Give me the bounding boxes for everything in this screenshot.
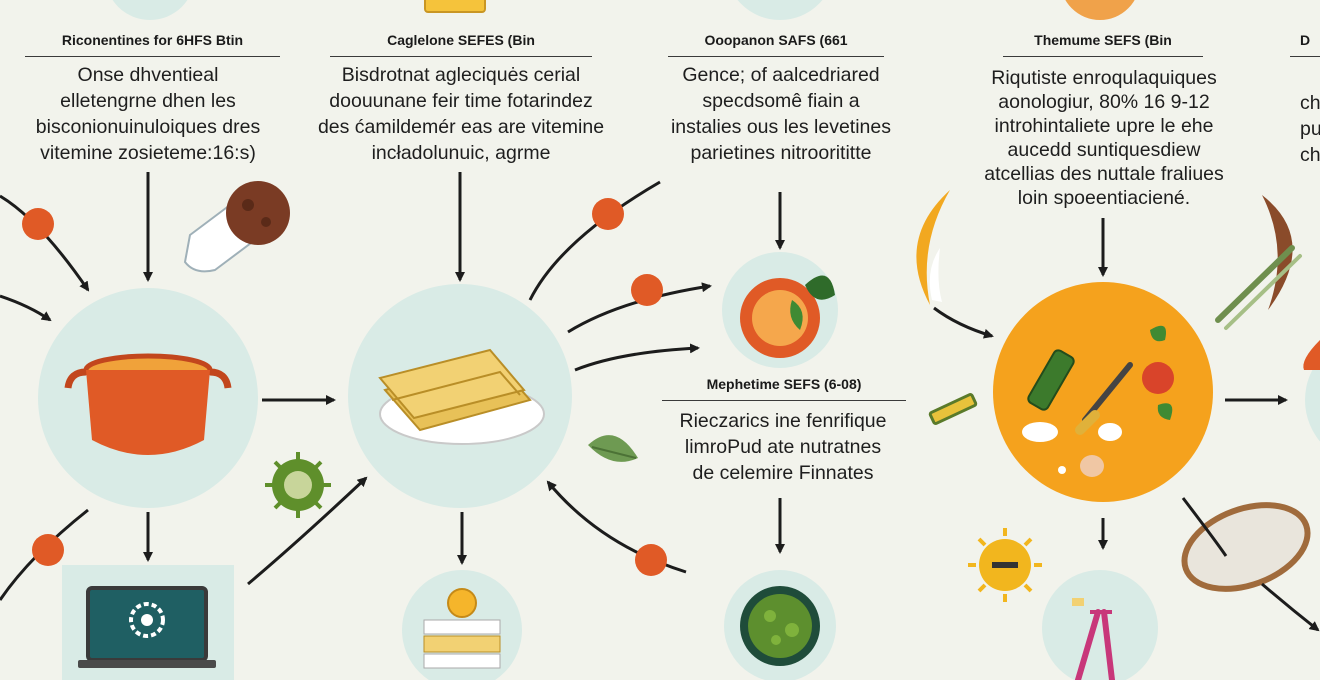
sun-icon	[968, 528, 1042, 602]
herb-bowl-icon	[724, 570, 836, 680]
right-partial-circle	[1303, 340, 1320, 442]
step-1-title: Riconentines for 6HFS Btin	[61, 32, 244, 48]
step-2-title: Caglelone SEFES (Bin	[387, 32, 535, 48]
vegetable-mix-icon	[993, 282, 1213, 502]
crescent-decor	[916, 190, 1302, 426]
green-spiky-icon	[265, 452, 331, 518]
connector-dots	[22, 198, 667, 576]
leaf-icon	[588, 435, 638, 462]
step-3-title: Ooopanon SAFS (661	[704, 32, 848, 48]
step-4-title: Themume SEFS (Bin	[1034, 32, 1172, 48]
step-5-title: Mephetime SEFS (6-08)	[706, 376, 862, 392]
plate-icon	[1181, 502, 1311, 592]
fork-utensil-icon	[1042, 570, 1158, 680]
fruit-bowl-icon	[722, 252, 838, 368]
step-3-divider	[668, 56, 884, 57]
step-6-description: ch pu ch	[1300, 92, 1320, 166]
flatbread-plate-icon	[348, 284, 572, 508]
laptop-icon	[62, 565, 234, 680]
step-1-description: Onse dhventieal elletengrne dhen les bis…	[35, 64, 261, 164]
flow-arrows	[0, 172, 1320, 632]
step-6-divider	[1290, 56, 1320, 57]
step-1-divider	[25, 56, 280, 57]
step-4-description: Riqutiste enroqulaquiques aonologiur, 80…	[984, 67, 1224, 209]
step-6-title: D	[1300, 32, 1311, 48]
step-5-description: Rieczarics ine fenrifique limroPud ate n…	[679, 410, 887, 484]
top-decor	[112, 0, 1135, 20]
step-2-description: Bisdrotnat agleciquės cerial doouunane f…	[317, 64, 605, 164]
pill-bottle-icon	[183, 181, 290, 273]
step-4-divider	[1003, 56, 1203, 57]
cooking-pot-icon	[38, 288, 258, 508]
step-5-divider	[662, 400, 906, 401]
coins-stack-icon	[402, 570, 522, 680]
step-3-description: Gence; of aalcedriared specdsomê fiain a…	[670, 64, 892, 164]
step-2-divider	[330, 56, 592, 57]
